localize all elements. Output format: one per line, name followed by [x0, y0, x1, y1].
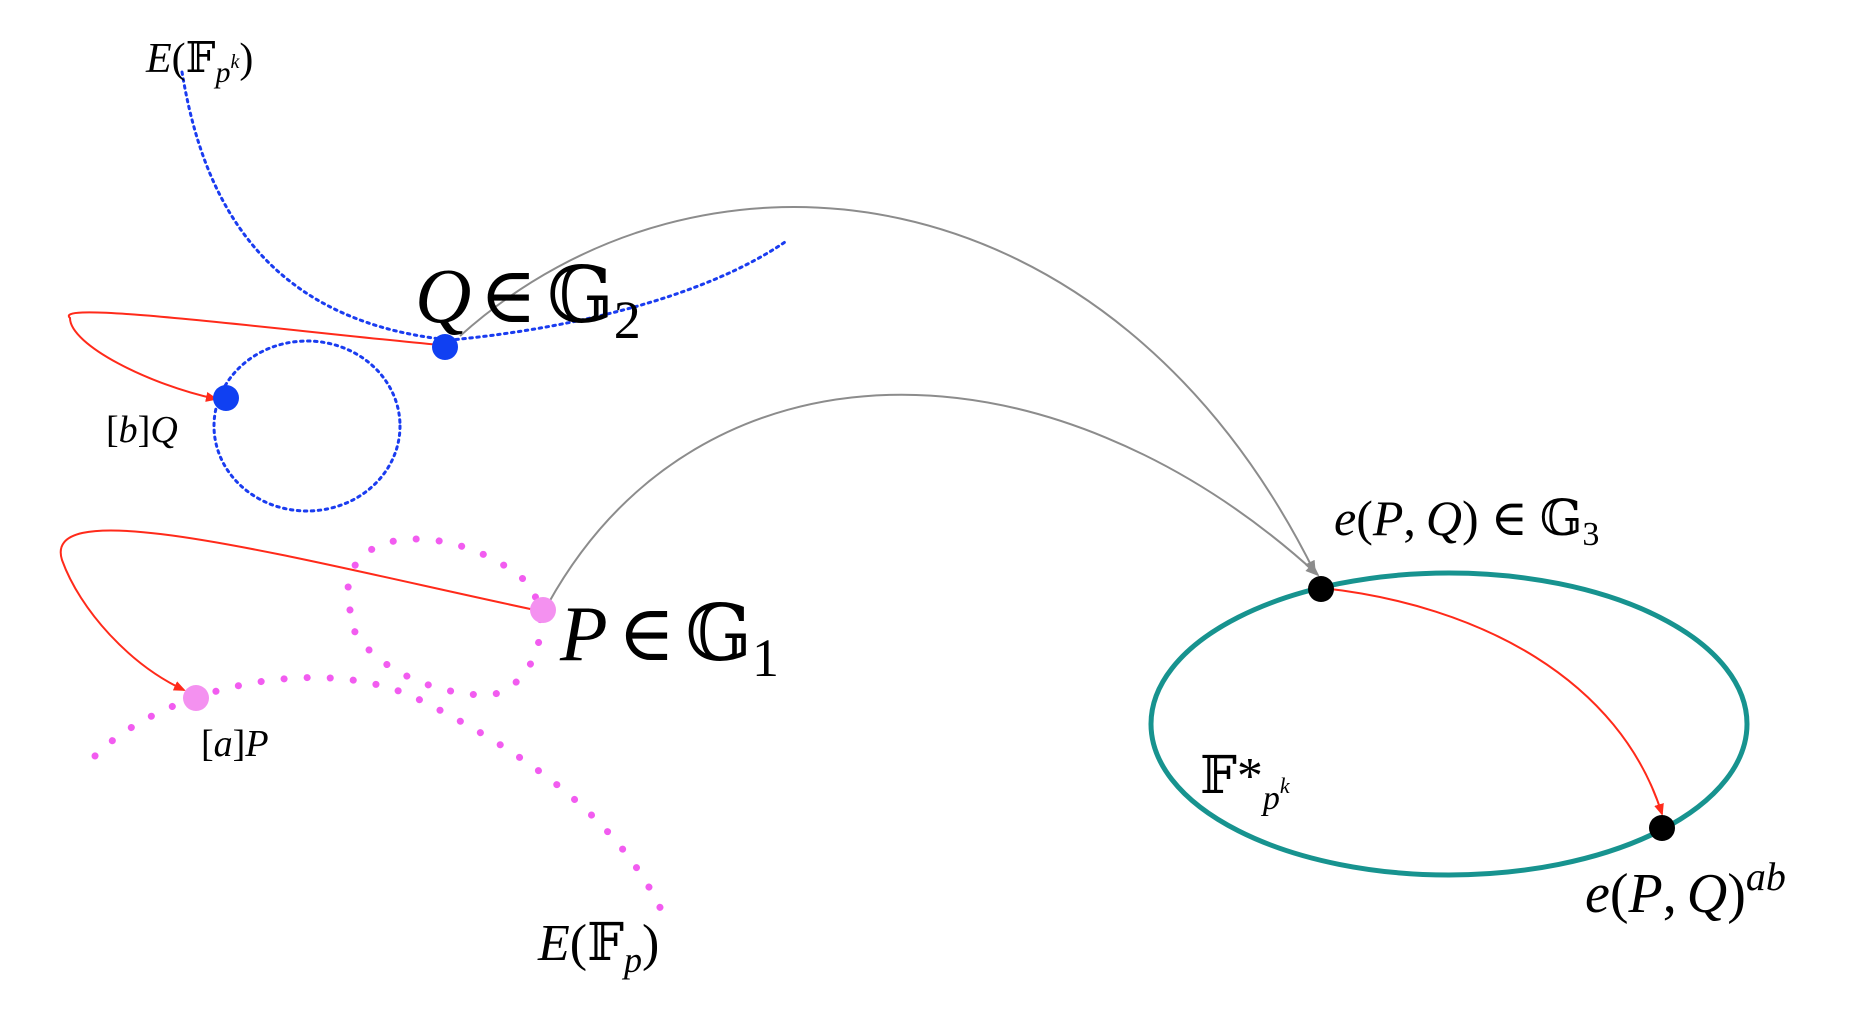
label-ap: [a]P [201, 723, 269, 765]
point-p [530, 597, 556, 623]
grey-arrow-from-p [547, 393, 1320, 605]
label-e-fpk: E(𝔽pk) [145, 36, 253, 89]
point-bq [213, 385, 239, 411]
grey-arrow-from-q [459, 206, 1316, 575]
red-arrow-q-to-bq [67, 311, 441, 402]
red-arrow-p-to-ap [59, 529, 536, 691]
label-q-in-g2: Q∈𝔾2 [415, 252, 641, 350]
point-epq [1308, 576, 1334, 602]
label-epq-ab: e(P,Q)ab [1585, 854, 1786, 925]
point-ap [183, 685, 209, 711]
label-e-fp: E(𝔽p) [537, 915, 659, 980]
blue-loop [212, 339, 402, 513]
label-fstar-pk: 𝔽*pk [1200, 748, 1291, 817]
point-q [432, 334, 458, 360]
label-bq: [b]Q [106, 409, 178, 451]
red-arrow-epq-to-epqab [1321, 587, 1664, 816]
teal-ellipse-fstar-pk [1148, 570, 1750, 878]
label-p-in-g1: P∈𝔾1 [559, 590, 779, 688]
pink-loop [344, 535, 544, 699]
label-epq-in-g3: e(P,Q)∈𝔾3 [1334, 490, 1599, 553]
point-epq-ab [1649, 815, 1675, 841]
pink-curve-e-fp [91, 674, 669, 922]
